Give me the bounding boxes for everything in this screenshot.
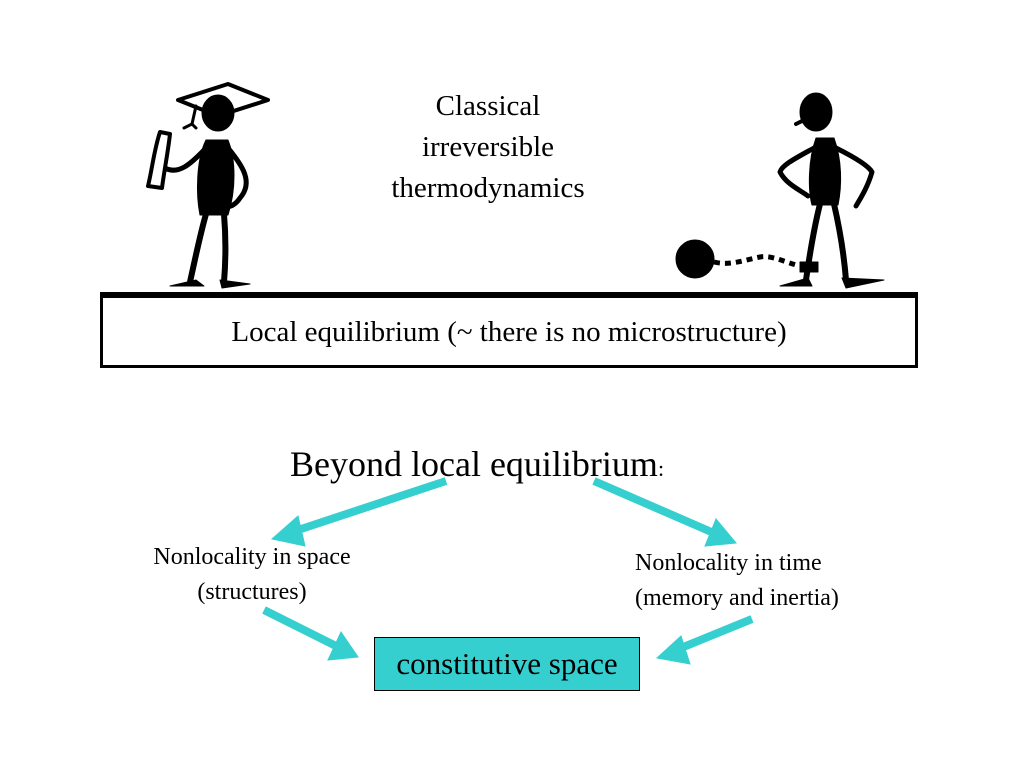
- title-block: Classical irreversible thermodynamics: [360, 86, 616, 209]
- beyond-heading-colon: :: [657, 456, 665, 481]
- nonlocality-time-line-1: Nonlocality in time: [635, 550, 822, 576]
- arrow-time-to-result: [655, 615, 754, 665]
- nonlocality-space-line-2: (structures): [197, 579, 307, 605]
- arrow-space-to-result: [262, 606, 359, 661]
- title-line-2: irreversible: [421, 131, 555, 163]
- ball-and-chain-icon: [675, 239, 801, 279]
- beyond-heading: Beyond local equilibrium:: [290, 443, 664, 485]
- prisoner-figure-icon: [777, 92, 885, 289]
- arrow-to-space: [270, 477, 448, 547]
- title-line-3: thermodynamics: [391, 172, 585, 204]
- title-line-1: Classical: [435, 90, 541, 122]
- arrow-to-time: [592, 477, 737, 547]
- beyond-heading-text: Beyond local equilibrium: [290, 444, 658, 484]
- local-equilibrium-label: Local equilibrium (~ there is no microst…: [231, 316, 787, 348]
- nonlocality-time-line-2: (memory and inertia): [635, 585, 839, 611]
- local-equilibrium-box: [100, 292, 918, 368]
- nonlocality-time-label: Nonlocality in time (memory and inertia): [635, 546, 905, 616]
- nonlocality-space-line-1: Nonlocality in space: [153, 544, 351, 570]
- graduate-figure-icon: [146, 82, 270, 289]
- nonlocality-space-label: Nonlocality in space (structures): [118, 540, 386, 610]
- arrows-layer: [262, 477, 754, 665]
- constitutive-space-box: constitutive space: [374, 637, 640, 691]
